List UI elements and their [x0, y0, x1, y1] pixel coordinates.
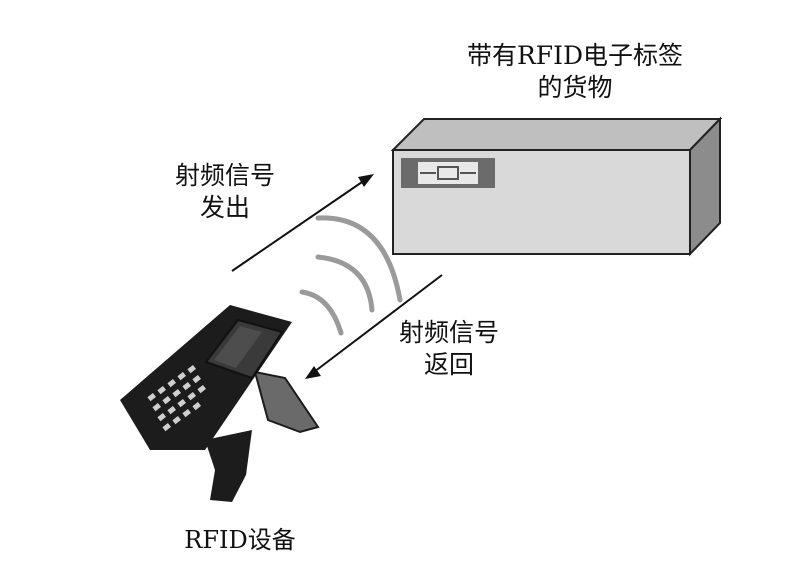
arrow-send-head: [358, 174, 374, 187]
arrow-return-head: [305, 366, 321, 379]
label-rfid-device: RFID设备: [184, 526, 296, 554]
rfid-reader-device: [120, 305, 320, 502]
arrow-signal-return: [305, 274, 443, 379]
tag-inlay: [418, 162, 478, 184]
box-top-face: [390, 118, 723, 151]
arrow-signal-send: [231, 174, 374, 272]
wave-arc-outer: [315, 215, 403, 303]
arrow-return-shaft: [313, 274, 443, 373]
label-goods-line-2: 的货物: [537, 73, 613, 102]
arrow-send-shaft: [231, 179, 366, 272]
label-return-line-1: 射频信号: [398, 318, 499, 347]
reader-screen-glare: [214, 326, 262, 368]
label-signal-send: 射频信号 发出: [150, 160, 300, 224]
wave-arc-inner: [299, 289, 344, 336]
reader-handle: [205, 430, 252, 502]
tag-chip: [437, 166, 459, 180]
reader-keypad: [147, 364, 206, 432]
wave-arc-middle: [315, 254, 375, 313]
rfid-tag: [401, 158, 495, 188]
label-return-line-2: 返回: [423, 350, 474, 379]
label-send-line-1: 射频信号: [174, 161, 275, 190]
label-send-line-2: 发出: [199, 193, 250, 222]
label-goods-with-rfid-tag: 带有RFID电子标签 的货物: [440, 40, 710, 104]
label-goods-line-1: 带有RFID电子标签: [466, 41, 684, 70]
reader-antenna-fin: [253, 370, 320, 434]
radio-waves: [299, 215, 403, 336]
label-signal-return: 射频信号 返回: [374, 317, 524, 381]
